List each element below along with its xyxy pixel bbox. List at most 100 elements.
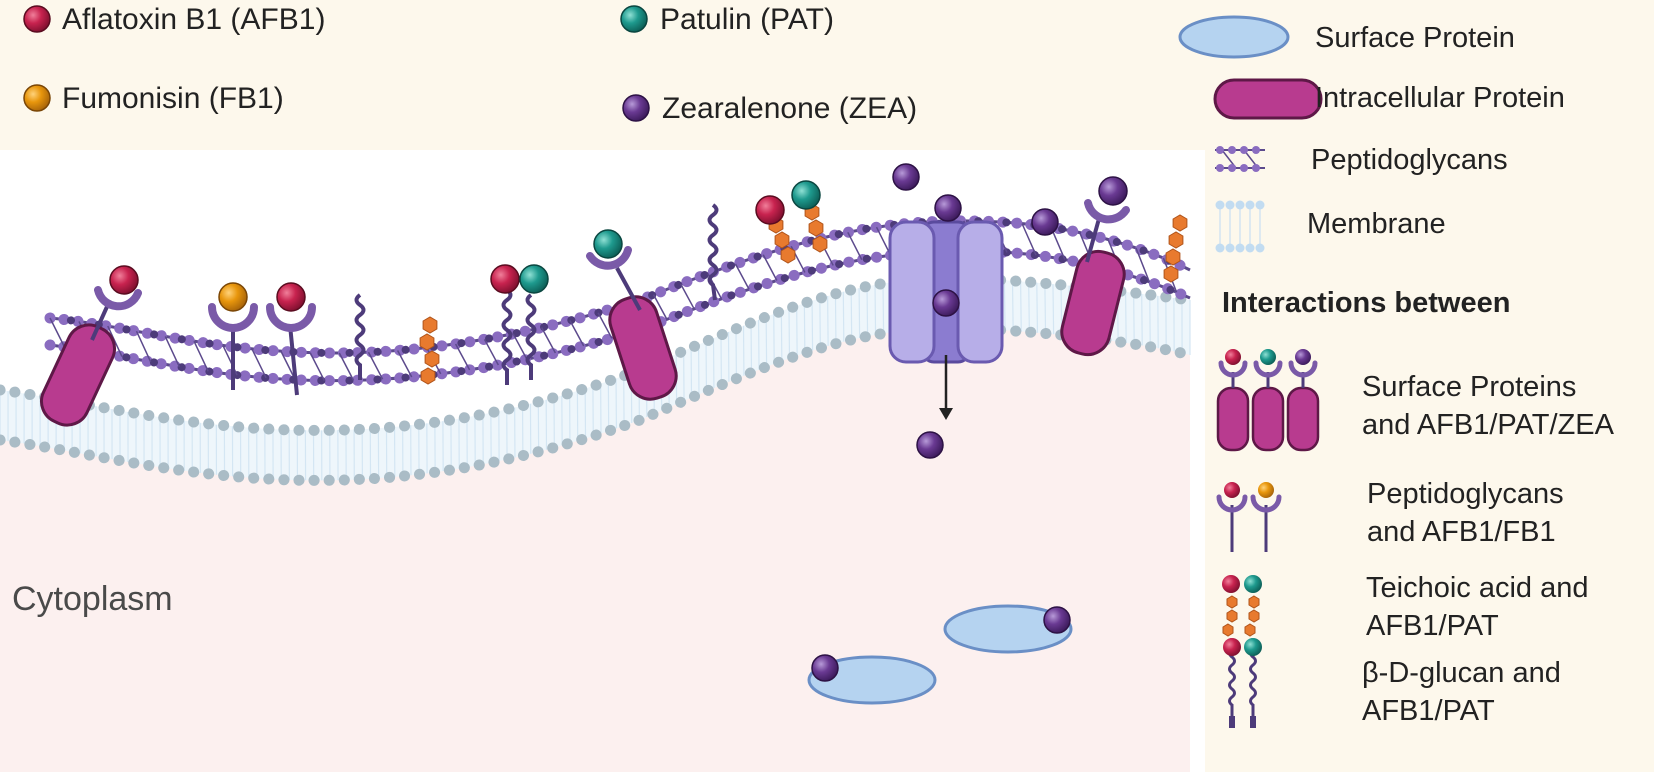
- afb1-toxin-icon: [23, 5, 51, 33]
- lipid-tail: [1011, 280, 1014, 331]
- legend-label-membrane: Membrane: [1307, 208, 1446, 240]
- peptidoglycan-crosslink: [875, 226, 892, 256]
- peptidoglycan-crosslink: [107, 325, 123, 357]
- intracellular-protein: [608, 295, 678, 401]
- lipid-tail: [850, 289, 853, 340]
- beta-glucan-chain: [501, 288, 513, 385]
- lipid-tail: [1028, 282, 1030, 333]
- cytoplasm-region: [0, 298, 1190, 772]
- legend-label-zea: Zearalenone (ZEA): [662, 92, 917, 125]
- peptidoglycan-crosslink: [454, 343, 471, 371]
- legend-label-afb1: Aflatoxin B1 (AFB1): [62, 3, 325, 36]
- zea-toxin: [811, 654, 839, 682]
- peptidoglycan-crosslink: [512, 333, 528, 360]
- lipid-tail: [1020, 281, 1022, 332]
- lipid-tail: [834, 293, 837, 344]
- peptidoglycan-crosslink: [652, 294, 668, 320]
- peptidoglycan-crosslink: [762, 254, 778, 281]
- peptidoglycan-crosslink: [309, 352, 326, 381]
- glucan-binding-icon: [1223, 637, 1262, 728]
- peptidoglycan-crosslink: [280, 350, 296, 381]
- peptidoglycan-crosslink: [396, 350, 413, 378]
- interaction-proteins-line2: and AFB1/PAT/ZEA: [1362, 409, 1615, 441]
- pat-toxin: [791, 180, 821, 210]
- teichoic-acid-unit: [812, 235, 828, 253]
- zea-toxin: [1043, 606, 1071, 634]
- lipid-tail: [1124, 291, 1127, 343]
- lipid-tail: [1052, 284, 1055, 335]
- lipid-tail: [866, 286, 869, 337]
- lipid-tail: [842, 291, 845, 342]
- surface-protein-icon: [1178, 15, 1290, 59]
- legend-label-pat: Patulin (PAT): [660, 3, 834, 36]
- teichoic-acid-unit: [1172, 214, 1188, 232]
- interaction-peptidoglycans-line2: and AFB1/FB1: [1367, 516, 1556, 548]
- surface-receptor: [1084, 176, 1130, 263]
- teichoic-acid-unit: [419, 333, 435, 351]
- peptidoglycan-crosslink: [597, 312, 613, 339]
- lipid-tail: [819, 298, 821, 349]
- zea-toxin: [1031, 208, 1059, 236]
- cytoplasmic-protein: [807, 655, 937, 705]
- zea-toxin-icon: [622, 94, 650, 122]
- teichoic-acid-unit: [420, 367, 436, 385]
- interaction-peptidoglycans-line1: Peptidoglycans: [1367, 478, 1564, 510]
- afb1-toxin: [490, 264, 520, 294]
- peptidoglycan-crosslink: [1135, 247, 1151, 283]
- pat-toxin-icon: [620, 5, 648, 33]
- teichoic-acid-unit: [780, 246, 796, 264]
- lipid-tail: [1141, 293, 1143, 346]
- zea-toxin: [916, 431, 944, 459]
- teichoic-acid-binding-icon: [1222, 575, 1262, 637]
- protein-binding-icon: [1216, 349, 1320, 452]
- peptidoglycan-icon: [1215, 146, 1265, 172]
- teichoic-acid-unit: [774, 231, 790, 249]
- cytoplasmic-protein: [943, 604, 1073, 654]
- peptidoglycan-crosslink: [1021, 223, 1037, 256]
- peptidoglycan-crosslink: [367, 351, 384, 380]
- component-legend: Surface Protein Intracellular Protein Pe…: [1178, 15, 1615, 728]
- lipid-tail: [1003, 280, 1006, 331]
- teichoic-acid-unit: [1163, 265, 1179, 283]
- peptidoglycan-crosslink: [680, 283, 695, 310]
- teichoic-acid-unit: [422, 316, 438, 334]
- lipid-tail: [1133, 292, 1135, 345]
- peptidoglycan-crosslink: [847, 231, 863, 260]
- transport-arrow-head: [939, 408, 953, 420]
- teichoic-acid-unit: [1168, 231, 1184, 249]
- beta-glucan-chain: [354, 293, 366, 380]
- peptidoglycan-crosslink: [135, 330, 152, 363]
- peptidoglycan-crosslink: [193, 340, 209, 372]
- interaction-teichoic-line1: Teichoic acid and: [1366, 572, 1588, 604]
- lipid-tail: [882, 283, 885, 334]
- interaction-glucan-line2: AFB1/PAT: [1362, 695, 1495, 727]
- peptidoglycan-crosslink: [483, 338, 500, 366]
- surface-receptor: [90, 265, 142, 341]
- peptidoglycan-crosslink: [569, 320, 585, 347]
- peptidoglycan-crosslink: [251, 348, 267, 379]
- intracellular-protein: [1060, 249, 1126, 357]
- lipid-tail: [858, 288, 861, 338]
- legend-label-surface-protein: Surface Protein: [1315, 22, 1515, 54]
- peptidoglycan-crosslink: [540, 327, 557, 354]
- lipid-tail: [874, 284, 877, 335]
- peptidoglycan-crosslink: [164, 336, 181, 368]
- fb1-toxin-icon: [23, 84, 51, 112]
- afb1-toxin: [755, 195, 785, 225]
- zea-toxin: [934, 194, 962, 222]
- teichoic-acid-chains: [419, 203, 1188, 385]
- lipid-tail: [1044, 283, 1047, 334]
- peptidoglycan-binding-icon: [1216, 482, 1282, 552]
- peptidoglycan-receptor: [266, 282, 316, 396]
- peptidoglycan-crosslink: [49, 317, 66, 348]
- lipid-tail: [811, 300, 814, 351]
- intracellular-protein: [40, 323, 116, 427]
- peptidoglycan-receptor: [208, 282, 258, 390]
- peptidoglycan-crosslink: [734, 263, 750, 290]
- membrane-outer-leaflet: [0, 272, 1196, 436]
- legend-label-fb1: Fumonisin (FB1): [62, 82, 284, 115]
- surface-receptor: [586, 229, 642, 311]
- legend-label-intracellular-protein: Intracellular Protein: [1315, 82, 1565, 114]
- interactions-heading: Interactions between: [1222, 287, 1510, 319]
